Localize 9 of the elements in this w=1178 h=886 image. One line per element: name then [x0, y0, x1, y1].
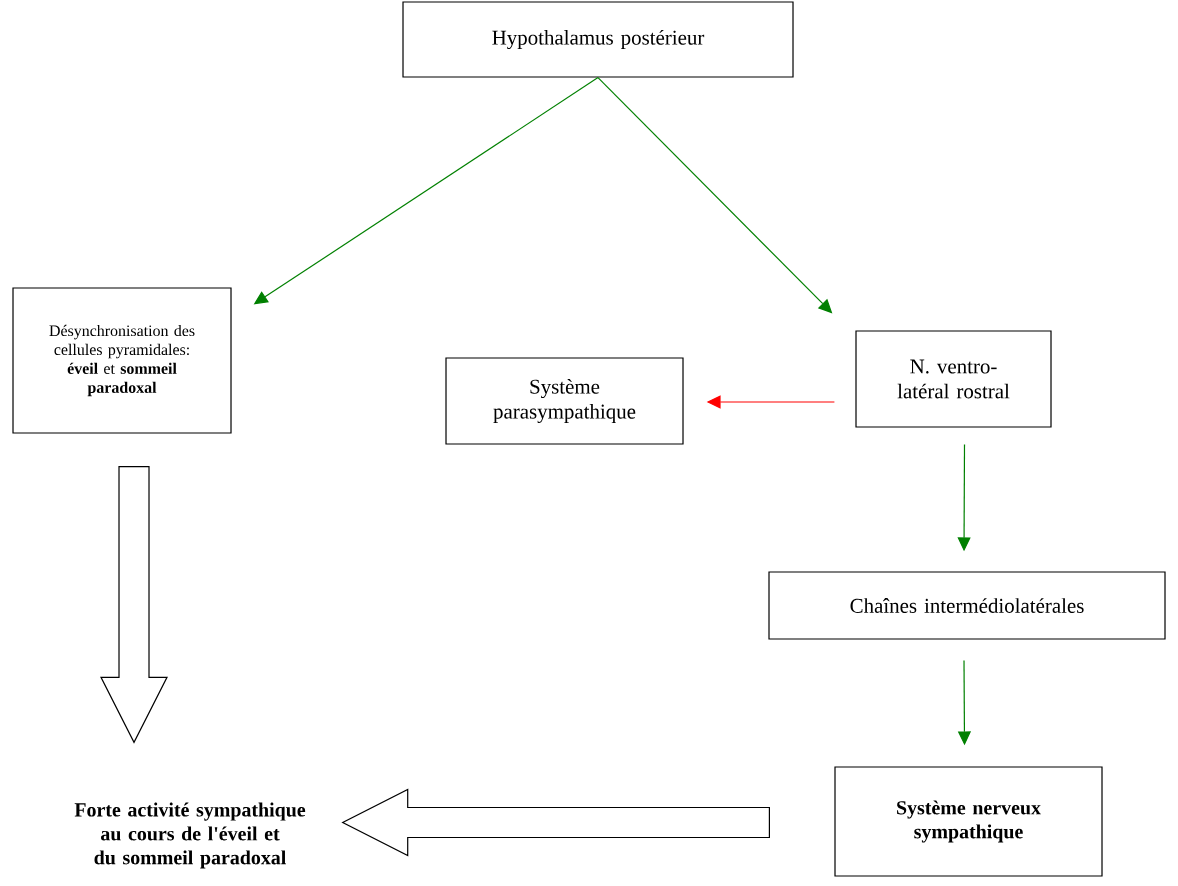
block-arrow: [341, 788, 770, 857]
process-box: Système parasympathique: [445, 357, 684, 445]
process-box: Désynchronisation des cellules pyramidales: éveil et sommeil paradoxal: [12, 287, 232, 434]
process-box: N. ventro-latéral rostral: [855, 330, 1052, 428]
process-box: Système nerveux sympathique: [834, 766, 1103, 877]
process-box: Hypothalamus postérieur: [402, 1, 794, 78]
process-box: Chaînes intermédiolatérales: [768, 571, 1166, 640]
outcome-text: Forte activité sympathique au cours de l'éveil et du sommeil paradoxal: [74, 802, 306, 869]
block-arrow: [100, 466, 168, 744]
